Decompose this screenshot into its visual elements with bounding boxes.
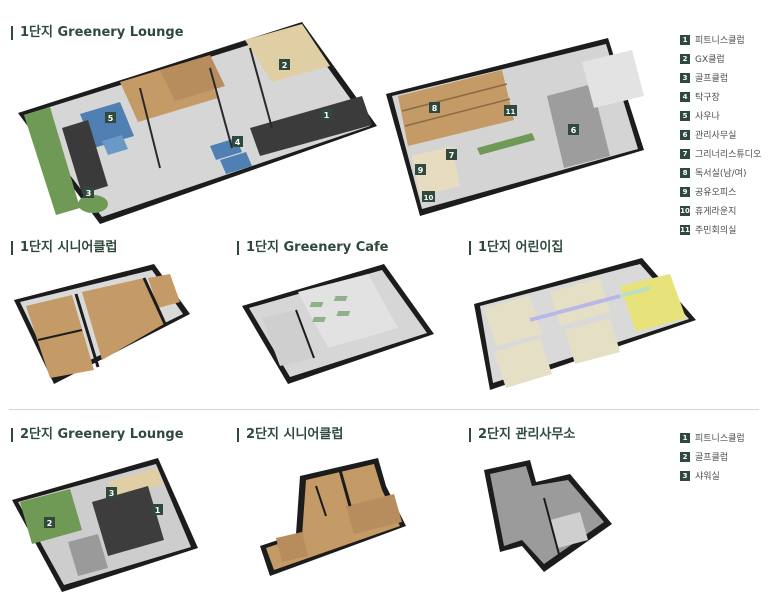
plan-marker-6: 6 [568,124,579,135]
section-title-2-management-office: 2단지 관리사무소 [469,428,575,442]
svg-text:11: 11 [506,108,516,116]
section-title-1-senior-club: 1단지 시니어클럽 [11,241,117,255]
plan-marker-2: 2 [44,517,55,528]
plan-marker-3: 3 [106,487,117,498]
plan-marker-7: 7 [446,149,457,160]
plan-marker-8: 8 [429,102,440,113]
floor-plan-2-lounge: 1 2 3 [12,458,198,592]
svg-text:5: 5 [108,114,114,123]
floor-plan-2-management-office [484,460,612,572]
svg-text:10: 10 [424,194,434,202]
svg-text:2: 2 [282,61,288,70]
plan-marker-4: 4 [232,136,243,147]
section-title-1-greenery-lounge: 1단지 Greenery Lounge [11,26,184,40]
svg-text:9: 9 [418,166,424,175]
floor-plan-1-lounge-a: 1 2 3 4 5 [18,22,377,224]
plan-marker-1: 1 [152,504,163,515]
svg-text:8: 8 [432,104,438,113]
plan-marker-1: 1 [321,109,332,120]
floor-plan-1-greenery-cafe [242,264,434,384]
svg-text:2: 2 [47,519,53,528]
svg-text:6: 6 [571,126,577,135]
plan-marker-11: 11 [504,105,517,116]
plan-marker-5: 5 [105,112,116,123]
floor-plan-2-senior-club [260,458,406,576]
section-divider [9,409,759,410]
section-title-1-daycare: 1단지 어린이집 [469,241,563,255]
svg-text:3: 3 [109,489,115,498]
plan-marker-2: 2 [279,59,290,70]
section-title-2-senior-club: 2단지 시니어클럽 [237,428,343,442]
svg-text:3: 3 [86,189,92,198]
section-title-1-greenery-cafe: 1단지 Greenery Cafe [237,241,388,255]
svg-text:1: 1 [324,111,330,120]
plan-marker-10: 10 [422,191,435,202]
floor-plan-1-senior-club [14,264,190,384]
svg-text:4: 4 [235,138,241,147]
svg-text:7: 7 [449,151,455,160]
floor-plan-1-daycare [474,258,696,390]
svg-text:1: 1 [155,506,161,515]
plan-marker-3: 3 [83,187,94,198]
section-title-2-greenery-lounge: 2단지 Greenery Lounge [11,428,184,442]
plan-marker-9: 9 [415,164,426,175]
floor-plan-1-lounge-b: 6 7 8 9 10 11 [386,38,644,216]
